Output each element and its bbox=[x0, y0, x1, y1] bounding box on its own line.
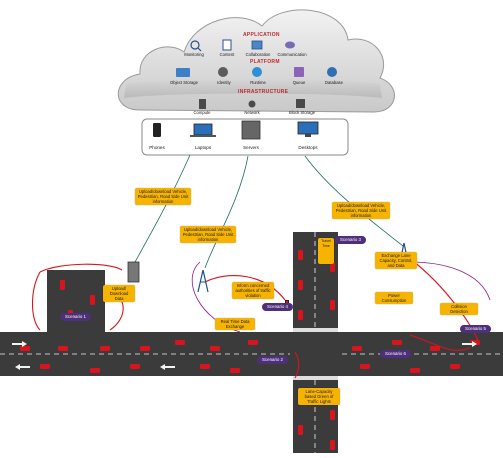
note-travel-time: Travel Time bbox=[318, 238, 334, 264]
road-side-unit bbox=[127, 261, 140, 283]
monitoring-icon bbox=[190, 40, 200, 50]
platform-item-queue: Queue bbox=[292, 80, 306, 85]
note-power-consumption: Power Consumption bbox=[375, 292, 413, 304]
cars bbox=[20, 250, 480, 450]
application-layer-title: APPLICATION bbox=[243, 32, 280, 38]
car bbox=[20, 346, 30, 351]
infra-icons bbox=[199, 99, 305, 109]
car bbox=[210, 346, 220, 351]
infrastructure-layer-title: INFRASTRUCTURE bbox=[238, 89, 289, 95]
car bbox=[298, 425, 303, 435]
car bbox=[298, 250, 303, 260]
platform-layer-title: PLATFORM bbox=[250, 59, 280, 65]
car bbox=[352, 346, 362, 351]
device-label-desktops: Desktops bbox=[298, 145, 318, 150]
scenario-6-badge: Scenario 6 bbox=[380, 350, 411, 358]
device-icons bbox=[153, 120, 319, 140]
object-storage-icon bbox=[176, 68, 190, 77]
scenario-5-badge: Scenario 5 bbox=[460, 325, 491, 333]
app-item-content: Content bbox=[219, 52, 235, 57]
note-upload-download-data: Upload/ Download Data bbox=[103, 285, 135, 302]
database-icon bbox=[327, 67, 337, 77]
laptop-icon bbox=[193, 123, 213, 136]
collaboration-icon bbox=[251, 40, 263, 50]
infra-item-compute: Compute bbox=[193, 110, 211, 115]
car bbox=[248, 340, 258, 345]
note-exchange-lane: Exchange Lane Capacity, Control, and Dat… bbox=[375, 252, 417, 269]
note-lane-capacity: Lane-Capacity based Green of Traffic Lig… bbox=[298, 388, 340, 405]
note-real-time-data: Real Time Data Exchange bbox=[215, 318, 255, 330]
car bbox=[90, 368, 100, 373]
car bbox=[450, 364, 460, 369]
car bbox=[410, 368, 420, 373]
car bbox=[200, 364, 210, 369]
car bbox=[298, 280, 303, 290]
device-label-phones: Phones bbox=[149, 145, 165, 150]
app-icons bbox=[190, 39, 295, 52]
lane-arrows bbox=[12, 341, 477, 370]
scenario-paths bbox=[32, 254, 491, 379]
car bbox=[330, 262, 335, 272]
note-upload-right: Upload/download Vehicle, Pedestrian, Roa… bbox=[332, 202, 390, 219]
queue-icon bbox=[294, 67, 304, 77]
scenario-3-badge: Scenario 3 bbox=[335, 236, 366, 244]
platform-icons bbox=[176, 67, 337, 77]
communication-icon bbox=[285, 41, 295, 49]
cloud bbox=[117, 9, 395, 113]
car bbox=[392, 340, 402, 345]
note-collision: Collision Detection bbox=[440, 303, 478, 315]
device-label-laptops: Laptops bbox=[194, 145, 212, 150]
car bbox=[230, 368, 240, 373]
device-label-servers: Servers bbox=[243, 145, 259, 150]
desktop-icon bbox=[297, 121, 319, 135]
network-icon bbox=[248, 100, 256, 108]
note-upload-mid: Upload/download Vehicle, Pedestrian, Roa… bbox=[180, 226, 236, 243]
app-item-communication: Communication bbox=[277, 52, 307, 57]
platform-item-runtime: Runtime bbox=[250, 80, 266, 85]
platform-item-object-storage: Object Storage bbox=[170, 80, 198, 85]
scenario-2-badge: Scenario 2 bbox=[257, 356, 288, 364]
app-item-monitoring: Monitoring bbox=[184, 52, 204, 57]
car bbox=[90, 295, 95, 305]
car bbox=[175, 340, 185, 345]
runtime-icon bbox=[252, 67, 262, 77]
platform-item-database: Database bbox=[325, 80, 343, 85]
car bbox=[40, 364, 50, 369]
infra-item-block-storage: Block Storage bbox=[288, 110, 316, 115]
car bbox=[130, 364, 140, 369]
content-icon bbox=[222, 39, 232, 51]
server-icon bbox=[241, 120, 261, 140]
car bbox=[58, 346, 68, 351]
car bbox=[330, 410, 335, 420]
infra-item-network: Network bbox=[244, 110, 260, 115]
scenario-1-badge: Scenario 1 bbox=[60, 313, 91, 321]
car bbox=[140, 346, 150, 351]
identity-icon bbox=[218, 67, 228, 77]
car bbox=[60, 280, 65, 290]
car bbox=[430, 346, 440, 351]
car bbox=[330, 440, 335, 450]
car bbox=[100, 346, 110, 351]
note-inform-authorities: Inform concerned authorities of traffic … bbox=[232, 282, 274, 299]
app-item-collaboration: Collaboration bbox=[245, 52, 271, 57]
compute-icon bbox=[199, 99, 206, 109]
car bbox=[298, 310, 303, 320]
phone-icon bbox=[153, 123, 161, 137]
car bbox=[360, 364, 370, 369]
block-storage-icon bbox=[296, 99, 305, 108]
note-upload-left: Upload/download Vehicle, Pedestrian, Roa… bbox=[135, 188, 191, 205]
scenario-4-badge: Scenario 4 bbox=[262, 303, 293, 311]
car bbox=[330, 300, 335, 310]
platform-item-identity: Identity bbox=[217, 80, 231, 85]
